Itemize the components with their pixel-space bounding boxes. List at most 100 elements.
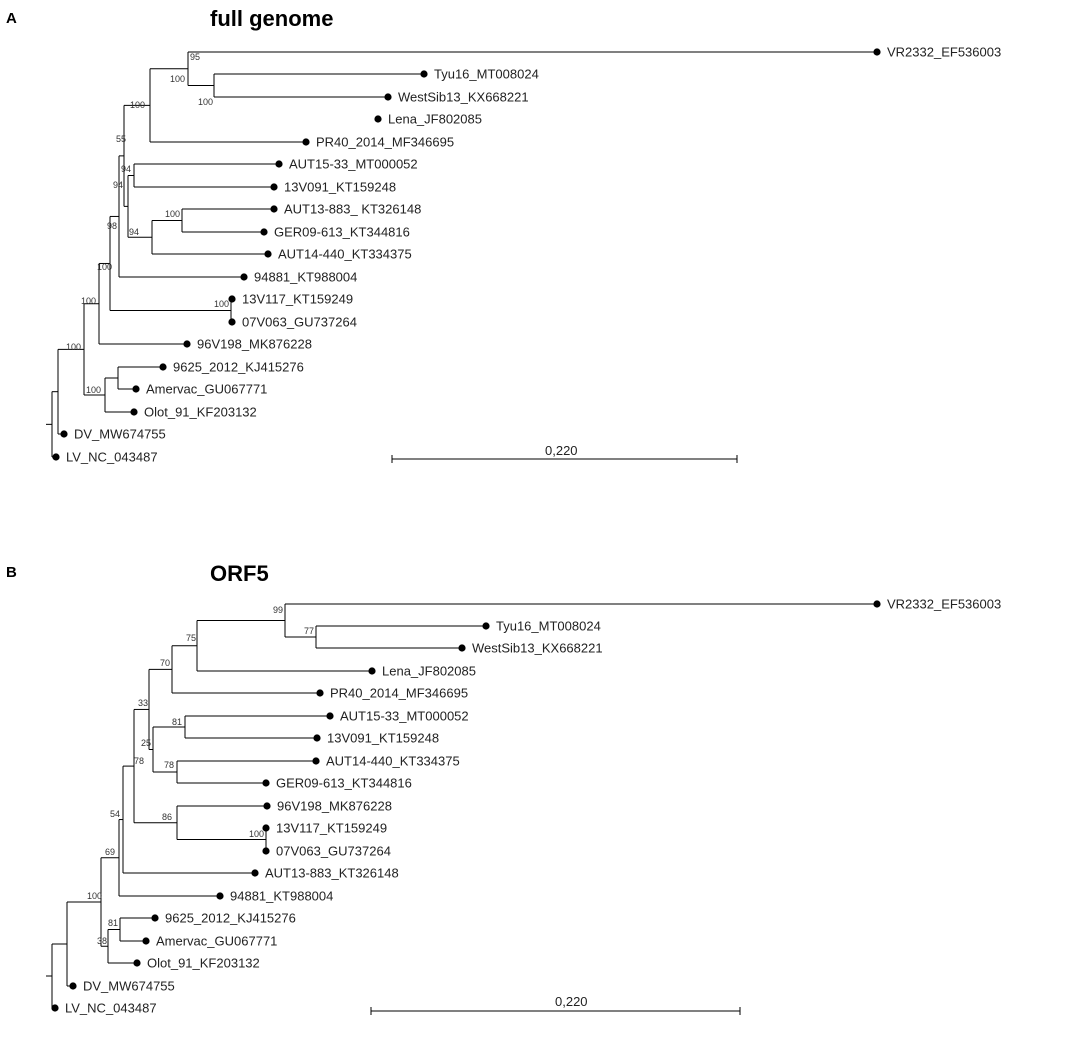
bootstrap-support-value: 100 — [198, 97, 213, 107]
tip-node-marker — [368, 667, 376, 675]
tip-label: 94881_KT988004 — [254, 270, 357, 285]
tip-label: 9625_2012_KJ415276 — [165, 911, 296, 926]
tip-label: 13V091_KT159248 — [327, 731, 439, 746]
tip-label: GER09-613_KT344816 — [274, 225, 410, 240]
bootstrap-support-value: 38 — [97, 936, 107, 946]
tip-node-marker — [51, 1004, 59, 1012]
tip-node-marker — [482, 622, 490, 630]
tip-label: PR40_2014_MF346695 — [330, 686, 468, 701]
bootstrap-support-value: 100 — [214, 299, 229, 309]
tip-label: AUT13-883_ KT326148 — [284, 202, 421, 217]
bootstrap-support-value: 100 — [66, 342, 81, 352]
tip-node-marker — [251, 869, 259, 877]
bootstrap-support-value: 25 — [141, 738, 151, 748]
bootstrap-support-value: 70 — [160, 658, 170, 668]
tip-node-marker — [873, 600, 881, 608]
bootstrap-support-value: 99 — [273, 605, 283, 615]
tip-label: Tyu16_MT008024 — [496, 619, 601, 634]
panel-a-title: full genome — [210, 6, 333, 31]
tip-node-marker — [264, 250, 272, 258]
tip-label: VR2332_EF536003 — [887, 597, 1001, 612]
tip-node-marker — [262, 824, 270, 832]
tip-node-marker — [384, 93, 392, 101]
tip-node-marker — [316, 689, 324, 697]
tip-label: Amervac_GU067771 — [146, 382, 267, 397]
tip-label: 96V198_MK876228 — [277, 799, 392, 814]
tip-node-marker — [142, 937, 150, 945]
tip-label: AUT15-33_MT000052 — [289, 157, 418, 172]
tip-label: LV_NC_043487 — [66, 450, 158, 465]
tip-label: 94881_KT988004 — [230, 889, 333, 904]
tip-label: GER09-613_KT344816 — [276, 776, 412, 791]
bootstrap-support-value: 78 — [134, 756, 144, 766]
panel-a-full-genome-tree: A full genome VR2332_EF536003Tyu16_MT008… — [6, 6, 1001, 465]
tip-node-marker — [275, 160, 283, 168]
bootstrap-support-value: 75 — [186, 633, 196, 643]
bootstrap-support-value: 69 — [105, 847, 115, 857]
tip-label: 07V063_GU737264 — [276, 844, 391, 859]
tip-node-marker — [228, 318, 236, 326]
tip-node-marker — [270, 205, 278, 213]
tip-label: WestSib13_KX668221 — [472, 641, 603, 656]
tip-node-marker — [133, 959, 141, 967]
bootstrap-support-value: 81 — [172, 717, 182, 727]
tip-node-marker — [60, 430, 68, 438]
tip-label: WestSib13_KX668221 — [398, 90, 529, 105]
tip-node-marker — [183, 340, 191, 348]
tip-node-marker — [132, 385, 140, 393]
tip-node-marker — [159, 363, 167, 371]
tip-node-marker — [873, 48, 881, 56]
tip-node-marker — [240, 273, 248, 281]
tip-node-marker — [262, 847, 270, 855]
tip-label: DV_MW674755 — [83, 979, 175, 994]
bootstrap-support-value: 95 — [190, 52, 200, 62]
tip-label: 07V063_GU737264 — [242, 315, 357, 330]
tip-label: AUT14-440_KT334375 — [278, 247, 412, 262]
tip-node-marker — [228, 295, 236, 303]
tip-node-marker — [302, 138, 310, 146]
tip-label: 13V117_KT159249 — [276, 821, 387, 836]
tip-node-marker — [313, 734, 321, 742]
tip-node-marker — [326, 712, 334, 720]
tip-label: LV_NC_043487 — [65, 1001, 157, 1016]
panel-b-letter: B — [6, 564, 17, 581]
tip-label: 96V198_MK876228 — [197, 337, 312, 352]
tip-label: AUT13-883_KT326148 — [265, 866, 399, 881]
tip-node-marker — [312, 757, 320, 765]
bootstrap-support-value: 77 — [304, 626, 314, 636]
tip-node-marker — [458, 644, 466, 652]
tip-node-marker — [151, 914, 159, 922]
panel-a-letter: A — [6, 10, 17, 27]
tip-node-marker — [260, 228, 268, 236]
tip-node-marker — [52, 453, 60, 461]
bootstrap-support-value: 100 — [86, 385, 101, 395]
tip-label: AUT15-33_MT000052 — [340, 709, 469, 724]
bootstrap-support-value: 78 — [164, 760, 174, 770]
bootstrap-support-value: 94 — [121, 164, 131, 174]
bootstrap-support-value: 55 — [116, 134, 126, 144]
tip-label: DV_MW674755 — [74, 427, 166, 442]
tip-label: AUT14-440_KT334375 — [326, 754, 460, 769]
bootstrap-support-value: 100 — [249, 829, 264, 839]
bootstrap-support-value: 33 — [138, 698, 148, 708]
tip-node-marker — [262, 779, 270, 787]
tip-node-marker — [263, 802, 271, 810]
tip-node-marker — [69, 982, 77, 990]
tip-label: PR40_2014_MF346695 — [316, 135, 454, 150]
bootstrap-support-value: 98 — [107, 221, 117, 231]
tip-node-marker — [130, 408, 138, 416]
bootstrap-support-value: 100 — [87, 891, 102, 901]
tip-label: Olot_91_KF203132 — [144, 405, 257, 420]
panel-b-orf5-tree: B ORF5 VR2332_EF536003Tyu16_MT008024West… — [6, 561, 1001, 1016]
bootstrap-support-value: 100 — [81, 296, 96, 306]
tip-node-marker — [420, 70, 428, 78]
tip-label: 13V091_KT159248 — [284, 180, 396, 195]
scale-bar-label: 0,220 — [555, 994, 588, 1009]
bootstrap-support-value: 81 — [108, 918, 118, 928]
bootstrap-support-value: 100 — [97, 262, 112, 272]
tip-label: VR2332_EF536003 — [887, 45, 1001, 60]
bootstrap-support-value: 100 — [130, 100, 145, 110]
tip-label: Olot_91_KF203132 — [147, 956, 260, 971]
bootstrap-support-value: 94 — [129, 227, 139, 237]
